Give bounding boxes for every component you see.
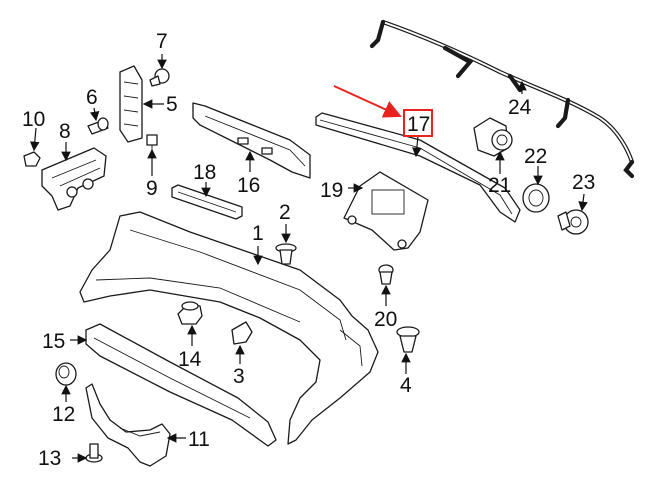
- callout-23: 23: [572, 171, 595, 194]
- highlight-box: [403, 109, 433, 137]
- lower-bracket: [85, 323, 277, 447]
- callout-6: 6: [86, 86, 98, 109]
- callout-20: 20: [374, 308, 397, 331]
- callout-15: 15: [42, 330, 65, 353]
- callout-1: 1: [252, 222, 264, 245]
- fastener-2: [275, 243, 297, 265]
- callout-8: 8: [59, 120, 71, 143]
- energy-absorber: [192, 102, 311, 179]
- callout-labels: 1 2 3 4 5 6 7 8 9 10 11 12 13 14 15 16 1…: [22, 30, 595, 470]
- callout-10: 10: [22, 108, 45, 131]
- callout-18: 18: [193, 161, 216, 184]
- callout-2: 2: [279, 201, 291, 224]
- reflector-strip: [315, 112, 521, 223]
- callout-9: 9: [146, 177, 158, 200]
- callout-3: 3: [233, 365, 245, 388]
- callout-5: 5: [166, 93, 178, 116]
- callout-19: 19: [320, 179, 343, 202]
- clip-14: [177, 301, 203, 325]
- bumper-cover: [79, 211, 379, 445]
- callout-24: 24: [508, 96, 532, 119]
- callout-22: 22: [524, 145, 547, 168]
- retainer-20: [378, 264, 394, 285]
- callout-13: 13: [38, 447, 61, 470]
- callout-12: 12: [52, 403, 75, 426]
- leader-lines: [29, 54, 588, 463]
- sensor-bracket: [343, 171, 429, 251]
- callout-11: 11: [188, 428, 210, 451]
- plug-12: [55, 362, 77, 386]
- sensor-bezel: [557, 209, 589, 235]
- highlight-arrow: [333, 85, 402, 118]
- park-sensor: [473, 117, 513, 157]
- callout-7: 7: [156, 30, 168, 53]
- reflector: [171, 184, 243, 220]
- clip-3: [231, 321, 253, 345]
- bolt-7: [149, 68, 170, 87]
- side-bracket: [119, 65, 143, 143]
- callout-14: 14: [178, 348, 202, 371]
- sensor-ring: [522, 183, 550, 213]
- pin-9: [146, 134, 158, 152]
- mount-bracket: [41, 147, 107, 211]
- screw-10: [23, 151, 41, 167]
- callout-16: 16: [237, 174, 260, 197]
- wiring-harness: [369, 19, 635, 179]
- retainer-4: [396, 326, 420, 353]
- callout-17: 17: [407, 113, 430, 136]
- bolt-6: [87, 117, 109, 135]
- push-pin-13: [85, 443, 103, 463]
- callout-4: 4: [400, 374, 412, 397]
- callout-21: 21: [488, 174, 511, 197]
